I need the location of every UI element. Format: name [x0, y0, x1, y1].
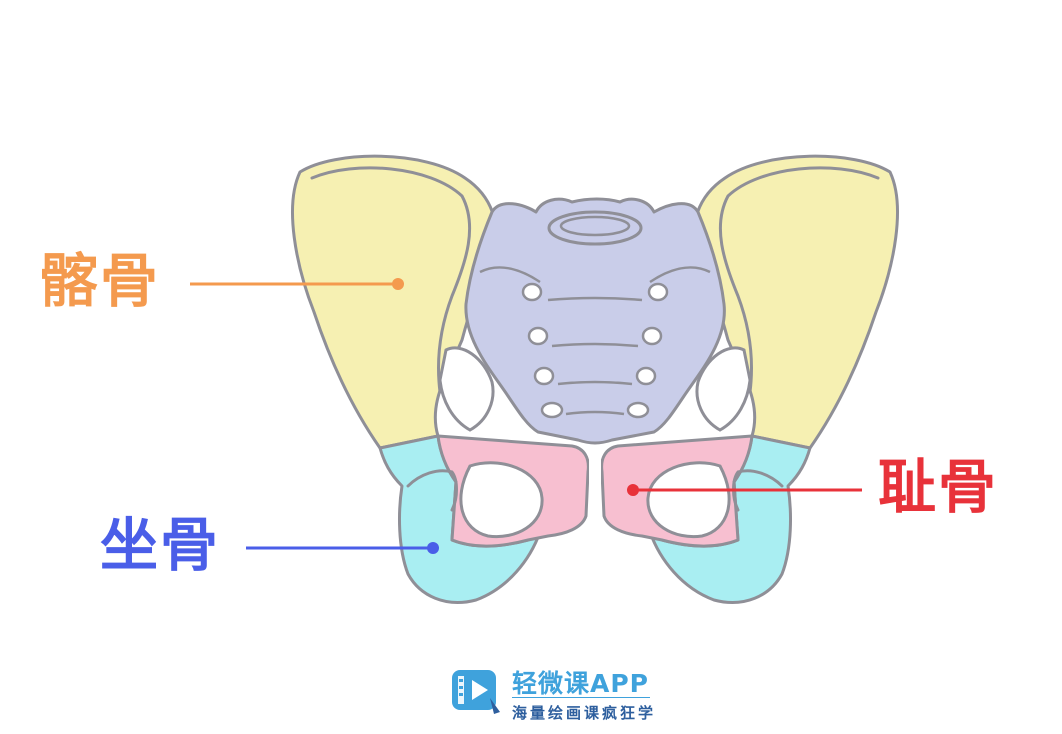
- sacral-foramen-r3: [637, 368, 655, 384]
- leader-ischium-dot: [427, 542, 439, 554]
- label-ilium: 髂骨: [40, 252, 160, 310]
- left-obturator-foramen: [461, 463, 542, 537]
- label-pubis: 耻骨: [878, 458, 998, 516]
- sacral-foramen-l1: [523, 284, 541, 300]
- label-ischium: 坐骨: [100, 516, 220, 574]
- brand-slogan: 海量绘画课疯狂学: [512, 702, 656, 723]
- leader-ilium-dot: [392, 278, 404, 290]
- sacral-foramen-l2: [529, 328, 547, 344]
- sacral-foramen-l3: [535, 368, 553, 384]
- brand-watermark: 轻微课APP 海量绘画课疯狂学: [450, 662, 660, 722]
- sacrum: [466, 199, 724, 443]
- video-play-icon: [450, 664, 504, 718]
- right-obturator-foramen: [648, 463, 729, 537]
- brand-divider: [512, 697, 650, 698]
- sacral-foramen-l4: [542, 403, 562, 417]
- sacral-foramen-r4: [628, 403, 648, 417]
- leader-pubis-dot: [627, 484, 639, 496]
- sacral-foramen-r1: [649, 284, 667, 300]
- sacral-foramen-r2: [643, 328, 661, 344]
- brand-name: 轻微课APP: [512, 664, 649, 700]
